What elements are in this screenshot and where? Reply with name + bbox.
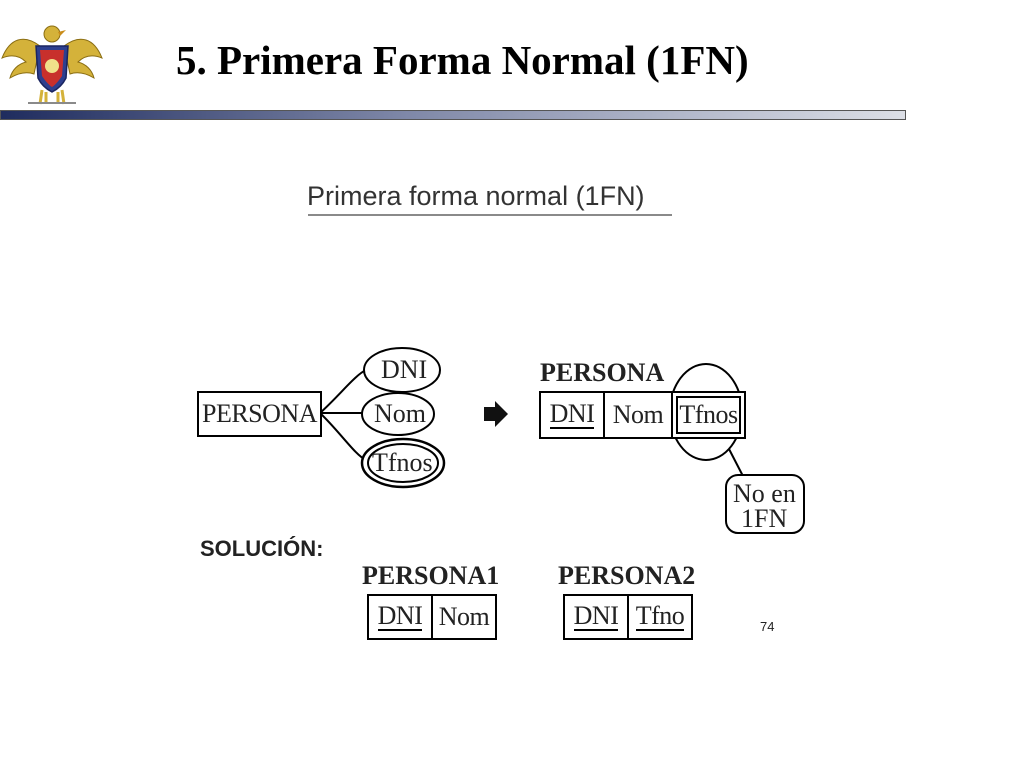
attribute-ellipse-tfnos-outer [360, 437, 446, 489]
solution-label: SOLUCIÓN: [200, 536, 324, 561]
slide-title: 5. Primera Forma Normal (1FN) [176, 37, 749, 83]
attribute-nom-label: Nom [374, 399, 426, 428]
table-persona: DNI Nom Tfnos [539, 391, 746, 439]
table-persona-col-nom: Nom [605, 393, 673, 437]
table-persona1-col-dni: DNI [369, 596, 433, 638]
callout-box [725, 474, 805, 534]
figure-subtitle: Primera forma normal (1FN) [307, 181, 645, 211]
university-eagle-logo [1, 25, 103, 105]
title-divider-bar [0, 110, 906, 120]
callout-text-line1: No en [733, 479, 796, 508]
entity-persona: PERSONA [197, 391, 322, 437]
table-persona1: DNI Nom [367, 594, 497, 640]
page-number: 74 [760, 619, 775, 634]
table-persona2-col-dni: DNI [565, 596, 629, 638]
subtitle-underline [308, 214, 672, 216]
table-persona1-name: PERSONA1 [362, 561, 500, 590]
table-persona2-name: PERSONA2 [558, 561, 696, 590]
attribute-ellipse-dni [363, 347, 441, 393]
table-persona2-col-tfno: Tfno [635, 601, 685, 631]
table-persona2: DNI Tfno [563, 594, 693, 640]
attribute-ellipse-tfnos-inner [367, 443, 439, 483]
table-persona-col-tfnos: Tfnos [673, 393, 744, 437]
table-persona-col-dni: DNI [541, 393, 605, 437]
right-arrow-icon [484, 401, 508, 427]
callout-text-line2: 1FN [741, 504, 788, 533]
attribute-dni-label: DNI [381, 355, 428, 384]
table-persona1-col-nom: Nom [438, 602, 490, 631]
attribute-tfnos-label: Tfnos [372, 448, 433, 477]
entity-persona-label: PERSONA [202, 399, 317, 428]
attribute-ellipse-nom [361, 392, 435, 436]
table-persona-name: PERSONA [540, 358, 665, 387]
